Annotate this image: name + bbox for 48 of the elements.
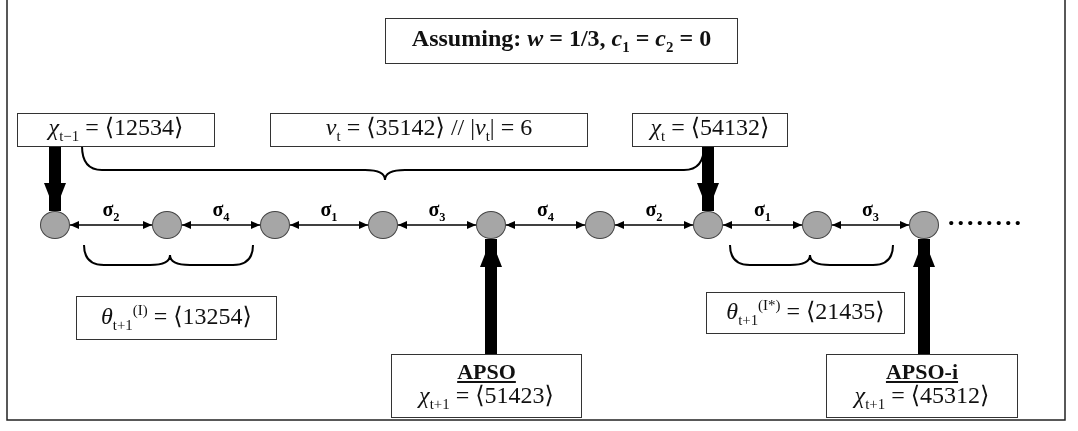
text-box [706, 292, 905, 334]
formula-text: χ$_{t}$ = ⟨54132⟩ [650, 115, 770, 145]
formula-text: ν$_{t}$ = ⟨35142⟩ // |ν$_{t}$| = 6 [325, 115, 533, 145]
double-arrow [69, 221, 153, 229]
circle-node [693, 211, 723, 239]
text-box [270, 113, 588, 147]
method-heading: APSO-i [885, 359, 959, 383]
text-box [826, 354, 1018, 418]
edge-label: σ$_{2}$ [102, 199, 120, 224]
formula-text: Assuming: w = 1/3, c$_{1}$ = c$_{2}$ = 0 [411, 26, 712, 56]
circle-node [260, 211, 290, 239]
text-box [391, 354, 582, 418]
edge-label: σ$_{3}$ [861, 199, 880, 224]
edge-label: σ$_{1}$ [753, 199, 772, 224]
double-arrow [181, 221, 261, 229]
method-heading: APSO [457, 359, 516, 383]
edge-label: σ$_{4}$ [212, 199, 230, 224]
thick-arrow [44, 147, 66, 211]
text-box [17, 113, 215, 147]
double-arrow [505, 221, 586, 229]
double-arrow [722, 221, 803, 229]
formula-text: χ$_{t+1}$ = ⟨51423⟩ [419, 382, 554, 413]
text-box [76, 296, 277, 340]
edge-label: σ$_{4}$ [536, 199, 555, 224]
double-arrow [397, 221, 477, 229]
edge-label: σ$_{2}$ [645, 199, 663, 224]
formula-text: θ$_{t+1}$$^{(I)}$ = ⟨13254⟩ [101, 302, 252, 334]
circle-node [476, 211, 506, 239]
double-arrow [831, 221, 910, 229]
circle-node [152, 211, 182, 239]
circle-node [585, 211, 615, 239]
text-box [632, 113, 788, 147]
edge-label: σ$_{3}$ [428, 199, 446, 224]
circle-node [909, 211, 939, 239]
circle-node [40, 211, 70, 239]
continuation-dots: ........ [948, 204, 1024, 230]
double-arrow [289, 221, 369, 229]
formula-text: χ$_{t−1}$ = ⟨12534⟩ [48, 115, 184, 145]
formula-text: χ$_{t+1}$ = ⟨45312⟩ [854, 382, 990, 413]
thick-arrow [913, 239, 935, 354]
circle-node [802, 211, 832, 239]
thick-arrow [480, 239, 502, 354]
edge-label: σ$_{1}$ [320, 199, 338, 224]
thick-arrow [697, 147, 719, 211]
formula-text: θ$_{t+1}$$^{(I*)}$ = ⟨21435⟩ [726, 297, 885, 329]
circle-node [368, 211, 398, 239]
text-box [385, 18, 738, 64]
double-arrow [614, 221, 694, 229]
